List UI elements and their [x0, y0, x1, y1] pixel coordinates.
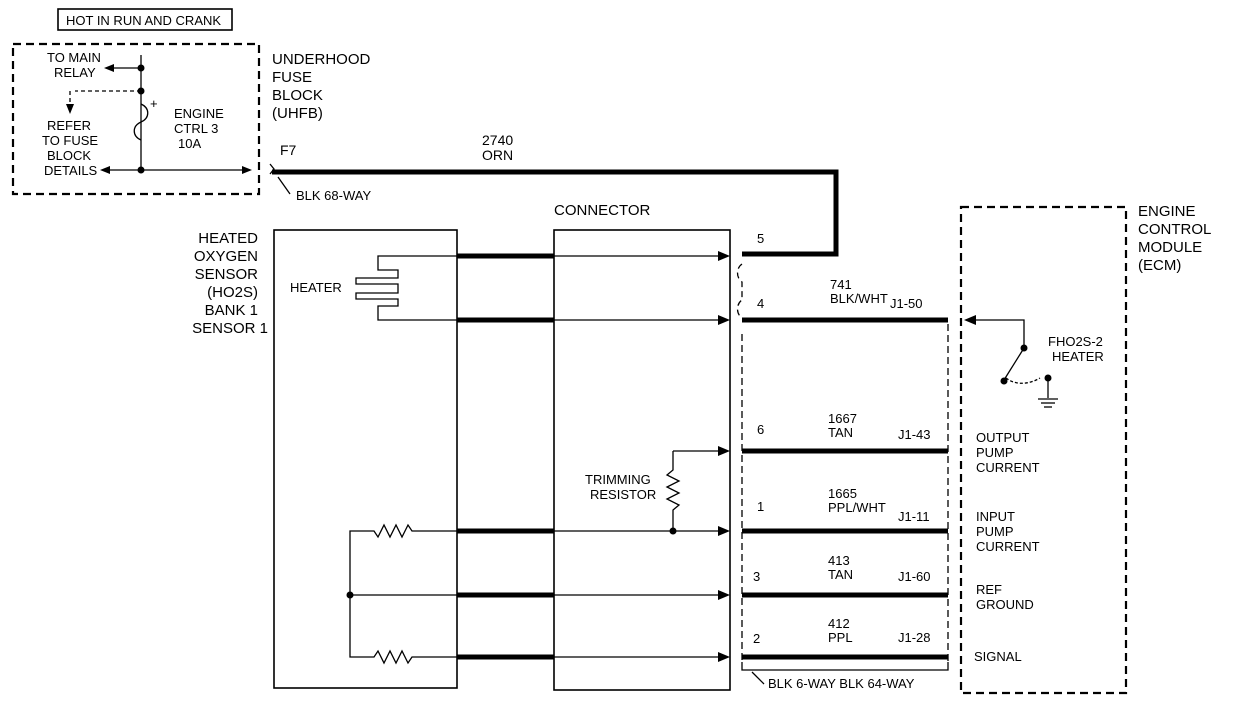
sensor-box — [273, 229, 458, 689]
ecm-title-3: MODULE — [1138, 239, 1202, 256]
fuse-name-1: ENGINE — [174, 106, 224, 121]
sensor-title-3: SENSOR — [195, 266, 259, 283]
fuse-name-2: CTRL 3 — [174, 121, 218, 136]
color-413: TAN — [828, 567, 853, 582]
circuit-412: 412 — [828, 616, 850, 631]
fuse-connector-label: BLK 68-WAY — [296, 188, 371, 203]
junction-dot — [346, 591, 354, 599]
junction-dot — [137, 87, 145, 95]
ecm-pin-413: J1-60 — [898, 569, 931, 584]
sensor-title-2: OXYGEN — [194, 248, 258, 265]
ecm-pin-1667: J1-43 — [898, 427, 931, 442]
ecm-title-1: ENGINE — [1138, 203, 1196, 220]
f7-terminal — [269, 163, 275, 175]
output-pump-2: PUMP — [976, 445, 1014, 460]
fuse-block-outline — [11, 42, 261, 196]
heater-label: HEATER — [290, 280, 342, 295]
ecm-pin-741: J1-50 — [890, 296, 923, 311]
switch-pivot — [1020, 344, 1028, 352]
connector-bracket-top — [736, 263, 743, 319]
fuse-out-arrow — [242, 166, 252, 174]
signal-label: SIGNAL — [974, 649, 1022, 664]
connector-title: CONNECTOR — [554, 202, 651, 219]
ecm-heater-wire — [970, 319, 1025, 346]
color-741: BLK/WHT — [830, 291, 888, 306]
circuit-1665: 1665 — [828, 486, 857, 501]
ecm-title-2: CONTROL — [1138, 221, 1211, 238]
sensor-title-5: BANK 1 — [205, 302, 258, 319]
fuse-block-title-2: FUSE — [272, 69, 312, 86]
fuse-id: F7 — [280, 142, 297, 158]
trimming-1: TRIMMING — [585, 472, 651, 487]
banner-text: HOT IN RUN AND CRANK — [66, 13, 221, 28]
refer-3: BLOCK — [47, 148, 91, 163]
color-1665: PPL/WHT — [828, 500, 886, 515]
bottom-connector-leader — [751, 671, 765, 685]
connector-pass-throughs — [554, 251, 730, 662]
fuse-element — [133, 103, 149, 141]
color-412: PPL — [828, 630, 853, 645]
ecm-heater-arrow — [964, 315, 976, 325]
junction-dot — [137, 64, 145, 72]
heater-ctrl-2: HEATER — [1052, 349, 1104, 364]
feed-circuit: 2740 — [482, 132, 513, 148]
circuit-413: 413 — [828, 553, 850, 568]
pin-6: 6 — [757, 422, 764, 437]
heater-ctrl-1: FHO2S-2 — [1048, 334, 1103, 349]
feed-color: ORN — [482, 147, 513, 163]
connector-bracket-bottom — [741, 662, 949, 671]
refer-4: DETAILS — [44, 163, 98, 178]
fuse-block-title-3: BLOCK — [272, 87, 323, 104]
sensor-title-1: HEATED — [198, 230, 258, 247]
pin-3: 3 — [753, 569, 760, 584]
refer-2: TO FUSE — [42, 133, 98, 148]
fuse-plus: + — [150, 96, 158, 111]
refer-out-arrow — [100, 166, 110, 174]
ecm-pin-412: J1-28 — [898, 630, 931, 645]
color-1667: TAN — [828, 425, 853, 440]
pin-4: 4 — [757, 296, 764, 311]
ref-ground-1: REF — [976, 582, 1002, 597]
sensor-title-4: (HO2S) — [207, 284, 258, 301]
feed-wire-2740 — [272, 169, 839, 257]
pin-2: 2 — [753, 631, 760, 646]
trimming-resistor — [665, 451, 681, 531]
sensor-title-6: SENSOR 1 — [192, 320, 268, 337]
to-main-relay-2: RELAY — [54, 65, 96, 80]
output-pump-1: OUTPUT — [976, 430, 1030, 445]
switch-travel — [1005, 377, 1041, 384]
banner-box — [57, 8, 233, 31]
fuse-name-3: 10A — [178, 136, 201, 151]
ecm-pin-1665: J1-11 — [898, 509, 930, 524]
ecm-title-4: (ECM) — [1138, 257, 1181, 274]
switch-contact — [1000, 377, 1008, 385]
circuit-1667: 1667 — [828, 411, 857, 426]
junction-dot — [137, 166, 145, 174]
refer-arrow — [66, 104, 74, 114]
to-relay-arrow — [104, 64, 114, 72]
input-pump-3: CURRENT — [976, 539, 1040, 554]
harness-wires — [742, 317, 948, 660]
pin-5: 5 — [757, 231, 764, 246]
bottom-connector-label: BLK 6-WAY BLK 64-WAY — [768, 676, 915, 691]
ref-ground-2: GROUND — [976, 597, 1034, 612]
fuse-block-title-4: (UHFB) — [272, 105, 323, 122]
sensor-resistor-network — [349, 523, 457, 665]
heater-element — [355, 255, 457, 321]
circuit-741: 741 — [830, 277, 852, 292]
trimming-2: RESISTOR — [590, 487, 656, 502]
f7-leader — [277, 176, 291, 195]
ecm-outline — [959, 205, 1128, 695]
junction-dot — [669, 527, 677, 535]
connector-box — [553, 229, 731, 691]
input-pump-2: PUMP — [976, 524, 1014, 539]
to-main-relay-1: TO MAIN — [47, 50, 101, 65]
pin-1: 1 — [757, 499, 764, 514]
switch-blade — [1003, 347, 1025, 381]
fuse-block-title-1: UNDERHOOD — [272, 51, 371, 68]
input-pump-1: INPUT — [976, 509, 1015, 524]
output-pump-3: CURRENT — [976, 460, 1040, 475]
refer-1: REFER — [47, 118, 91, 133]
